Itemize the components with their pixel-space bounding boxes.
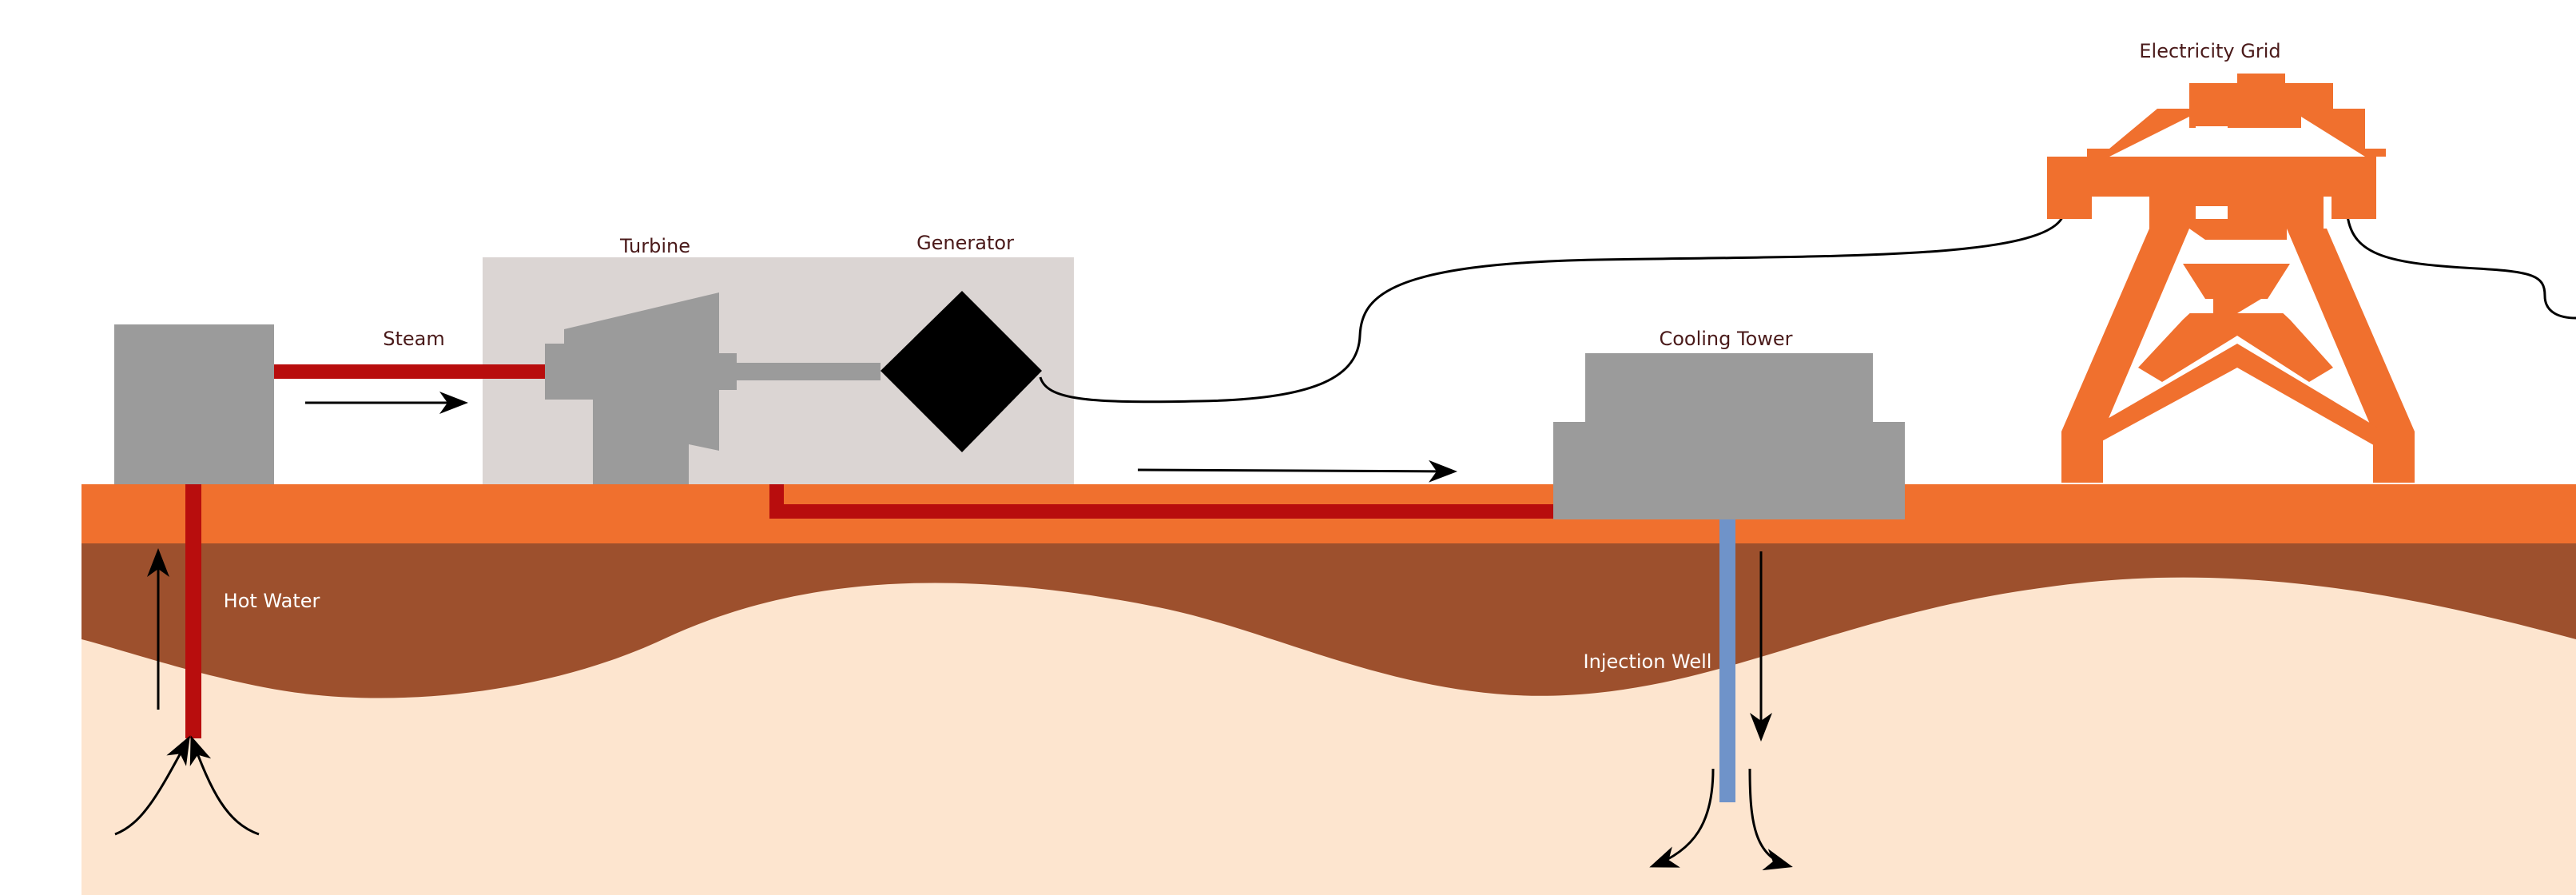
turbine-shape — [545, 292, 737, 484]
turbine-shaft — [737, 363, 881, 380]
electricity-grid-label: Electricity Grid — [2139, 40, 2280, 62]
generator-label: Generator — [916, 232, 1014, 254]
injection-well-label: Injection Well — [1584, 650, 1712, 673]
hot-water-label: Hot Water — [224, 590, 320, 612]
pylon-windows — [2132, 126, 2301, 313]
cooling-tower-lower — [1553, 422, 1905, 519]
cooling-tower-upper — [1585, 353, 1873, 425]
cooling-tower-label: Cooling Tower — [1659, 328, 1792, 350]
inflow-arrow-left — [114, 735, 190, 836]
condensate-pipe — [769, 484, 1553, 519]
inflow-arrow-right — [189, 735, 260, 836]
steam-label: Steam — [383, 328, 445, 350]
electricity-pylon-icon — [2047, 74, 2415, 483]
condensate-flow-arrow — [1137, 459, 1457, 483]
production-well — [185, 484, 201, 738]
outflow-arrow-right — [1748, 768, 1793, 871]
injection-well — [1719, 519, 1735, 802]
rock-layer — [81, 543, 2576, 698]
steam-pipe — [274, 364, 546, 379]
turbine-label: Turbine — [619, 235, 690, 257]
pylon-outgoing-wire — [2346, 215, 2576, 320]
wellhead-box — [114, 324, 274, 484]
generator-to-pylon-wire — [1039, 215, 2065, 404]
outflow-arrow-left — [1649, 768, 1715, 868]
generator-diamond — [881, 291, 1042, 452]
